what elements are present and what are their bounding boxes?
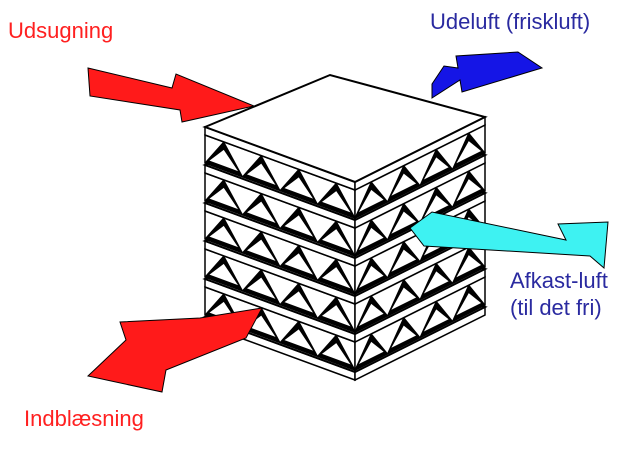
corrugation-highlight [284, 177, 313, 199]
corrugation-highlight [391, 249, 417, 272]
corrugation-highlight [423, 195, 449, 218]
outdoor-air-label: Udeluft (friskluft) [430, 9, 591, 34]
plate-heat-exchanger [202, 73, 488, 382]
corrugation-highlight [284, 215, 313, 237]
afkast-label-line2: (til det fri) [510, 295, 602, 320]
corrugation-highlight [247, 201, 276, 223]
plate-top [202, 73, 488, 184]
corrugation-highlight [358, 303, 384, 327]
corrugation-highlight [209, 263, 238, 286]
supply-air-arrow [86, 307, 263, 393]
corrugation-highlight [322, 229, 351, 251]
corrugation-highlight [247, 277, 276, 299]
corrugation-highlight [322, 191, 351, 213]
corrugation-highlight [391, 287, 417, 310]
outdoor-air-arrow [431, 51, 544, 99]
corrugation-highlight [358, 341, 384, 365]
corrugation-highlight [456, 255, 482, 278]
corrugation-highlight [247, 239, 276, 261]
exhaust-label: Udsugning [8, 18, 114, 43]
corrugation-highlight [247, 163, 276, 185]
corrugation-highlight [358, 227, 384, 251]
afkast-label: Afkast-luft (til det fri) [510, 267, 608, 321]
corrugation-highlight [456, 179, 482, 202]
corrugation-highlight [423, 309, 449, 332]
corrugation-highlight [209, 225, 238, 248]
corrugation-highlight [391, 211, 417, 234]
corrugation-highlight [209, 187, 238, 210]
corrugation-highlight [322, 343, 351, 365]
corrugation-highlight [423, 271, 449, 294]
corrugation-highlight [423, 157, 449, 180]
corrugation-highlight [284, 291, 313, 313]
corrugation-highlight [322, 305, 351, 327]
afkast-air-arrow [409, 211, 609, 270]
corrugation-highlight [456, 141, 482, 164]
corrugation-highlight [358, 265, 384, 289]
corrugation-highlight [209, 149, 238, 172]
corrugation-highlight [284, 329, 313, 351]
corrugation-highlight [391, 173, 417, 196]
corrugation-highlight [247, 315, 276, 337]
supply-label: Indblæsning [24, 406, 144, 431]
corrugation-highlight [391, 325, 417, 348]
corrugation-highlight [456, 293, 482, 316]
corrugation-highlight [358, 189, 384, 213]
corrugation-highlight [322, 267, 351, 289]
exhaust-air-arrow [87, 67, 256, 123]
afkast-label-line1: Afkast-luft [510, 268, 608, 293]
corrugation-highlight [284, 253, 313, 275]
